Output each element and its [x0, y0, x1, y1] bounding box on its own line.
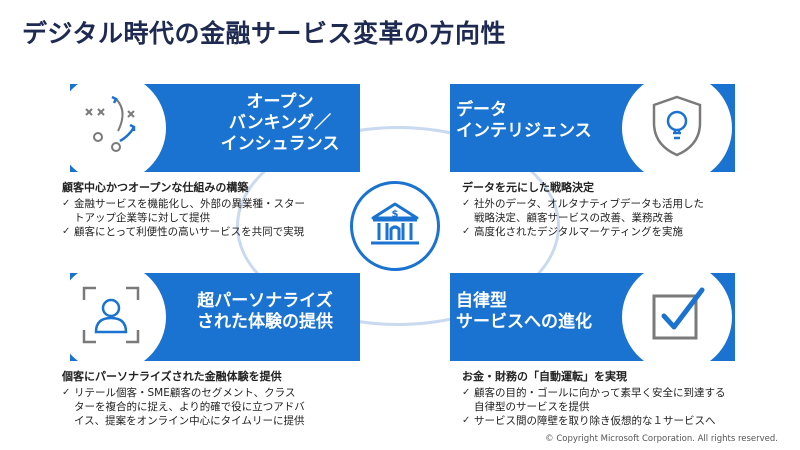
bullet-line: 戦略決定、顧客サービスの改善、業務改善 [474, 212, 674, 224]
icon-circle-autonomous-services [622, 262, 732, 372]
bullet-line: トアップ企業等に対して提供 [74, 212, 211, 224]
heading-hyper-personalization: 個客にパーソナライズされた金融体験を提供 [62, 370, 282, 383]
bullet-item: 顧客の目的・ゴールに向かって素早く安全に到達する 自律型のサービスを提供 [462, 386, 725, 414]
checkbox-icon [644, 282, 710, 352]
bullet-line: 顧客にとって利便性の高いサービスを共同で実現 [74, 226, 305, 238]
card-autonomous-services: 自律型 サービスへの進化 [450, 262, 735, 372]
bullet-line: 金融サービスを機能化し、外部の異業種・スター [74, 198, 305, 210]
desc-data-intelligence: データを元にした戦略決定 社外のデータ、オルタナティブデータも活用した 戦略決定… [462, 181, 704, 239]
svg-text:$: $ [392, 209, 399, 220]
label-line: 超パーソナライズ [197, 291, 333, 311]
label-line: バンキング／ [228, 113, 332, 133]
bullet-line: ターを複合的に捉え、より的確で役に立つアドバ [74, 401, 305, 413]
card-open-banking: オープン バンキング／ インシュランス [56, 73, 360, 183]
bullet-item: 高度化されたデジタルマーケティングを実施 [462, 225, 704, 239]
bullet-line: サービス間の障壁を取り除き仮想的な１サービスへ [474, 415, 716, 427]
desc-open-banking: 顧客中心かつオープンな仕組みの構築 金融サービスを機能化し、外部の異業種・スター… [62, 181, 305, 239]
label-line: された体験の提供 [197, 312, 333, 332]
label-autonomous-services: 自律型 サービスへの進化 [456, 291, 626, 333]
label-line: 自律型 [456, 291, 507, 311]
bullet-line: イス、提案をオンライン中心にタイムリーに提供 [74, 415, 305, 427]
label-open-banking: オープン バンキング／ インシュランス [195, 92, 365, 155]
label-hyper-personalization: 超パーソナライズ された体験の提供 [180, 291, 350, 333]
center-bank-circle: $ [350, 181, 440, 271]
card-hyper-personalization: 超パーソナライズ された体験の提供 [56, 262, 360, 372]
bullet-line: 自律型のサービスを提供 [474, 401, 590, 413]
heading-open-banking: 顧客中心かつオープンな仕組みの構築 [62, 181, 249, 194]
heading-autonomous-services: お金・財務の「自動運転」を実現 [462, 370, 627, 383]
heading-data-intelligence: データを元にした戦略決定 [462, 181, 594, 194]
bullet-line: リテール個客・SME顧客のセグメント、クラス [74, 387, 296, 399]
bullet-item: 顧客にとって利便性の高いサービスを共同で実現 [62, 225, 305, 239]
label-line: サービスへの進化 [456, 312, 592, 332]
user-scan-icon [78, 282, 144, 352]
bullet-line: 高度化されたデジタルマーケティングを実施 [474, 226, 683, 238]
desc-autonomous-services: お金・財務の「自動運転」を実現 顧客の目的・ゴールに向かって素早く安全に到達する… [462, 370, 725, 428]
bullet-line: 顧客の目的・ゴールに向かって素早く安全に到達する [474, 387, 726, 399]
bullet-item: 金融サービスを機能化し、外部の異業種・スター トアップ企業等に対して提供 [62, 197, 305, 225]
shield-lightbulb-icon [642, 91, 712, 165]
icon-circle-open-banking [56, 73, 166, 183]
bullet-item: サービス間の障壁を取り除き仮想的な１サービスへ [462, 414, 725, 428]
bullet-item: リテール個客・SME顧客のセグメント、クラス ターを複合的に捉え、より的確で役に… [62, 386, 305, 428]
copyright-notice: © Copyright Microsoft Corporation. All r… [545, 434, 778, 444]
desc-hyper-personalization: 個客にパーソナライズされた金融体験を提供 リテール個客・SME顧客のセグメント、… [62, 370, 305, 428]
bullet-line: 社外のデータ、オルタナティブデータも活用した [474, 198, 705, 210]
play-diagram-icon [76, 91, 146, 165]
label-line: インテリジェンス [456, 121, 592, 141]
icon-circle-data-intelligence [622, 73, 732, 183]
bullet-item: 社外のデータ、オルタナティブデータも活用した 戦略決定、顧客サービスの改善、業務… [462, 197, 704, 225]
label-data-intelligence: データ インテリジェンス [456, 100, 626, 142]
card-data-intelligence: データ インテリジェンス [450, 73, 735, 183]
label-line: オープン [246, 92, 314, 112]
icon-circle-hyper-personalization [56, 262, 166, 372]
label-line: インシュランス [220, 134, 340, 154]
bank-icon: $ [367, 196, 423, 256]
page-title: デジタル時代の金融サービス変革の方向性 [22, 19, 507, 48]
label-line: データ [456, 100, 507, 120]
